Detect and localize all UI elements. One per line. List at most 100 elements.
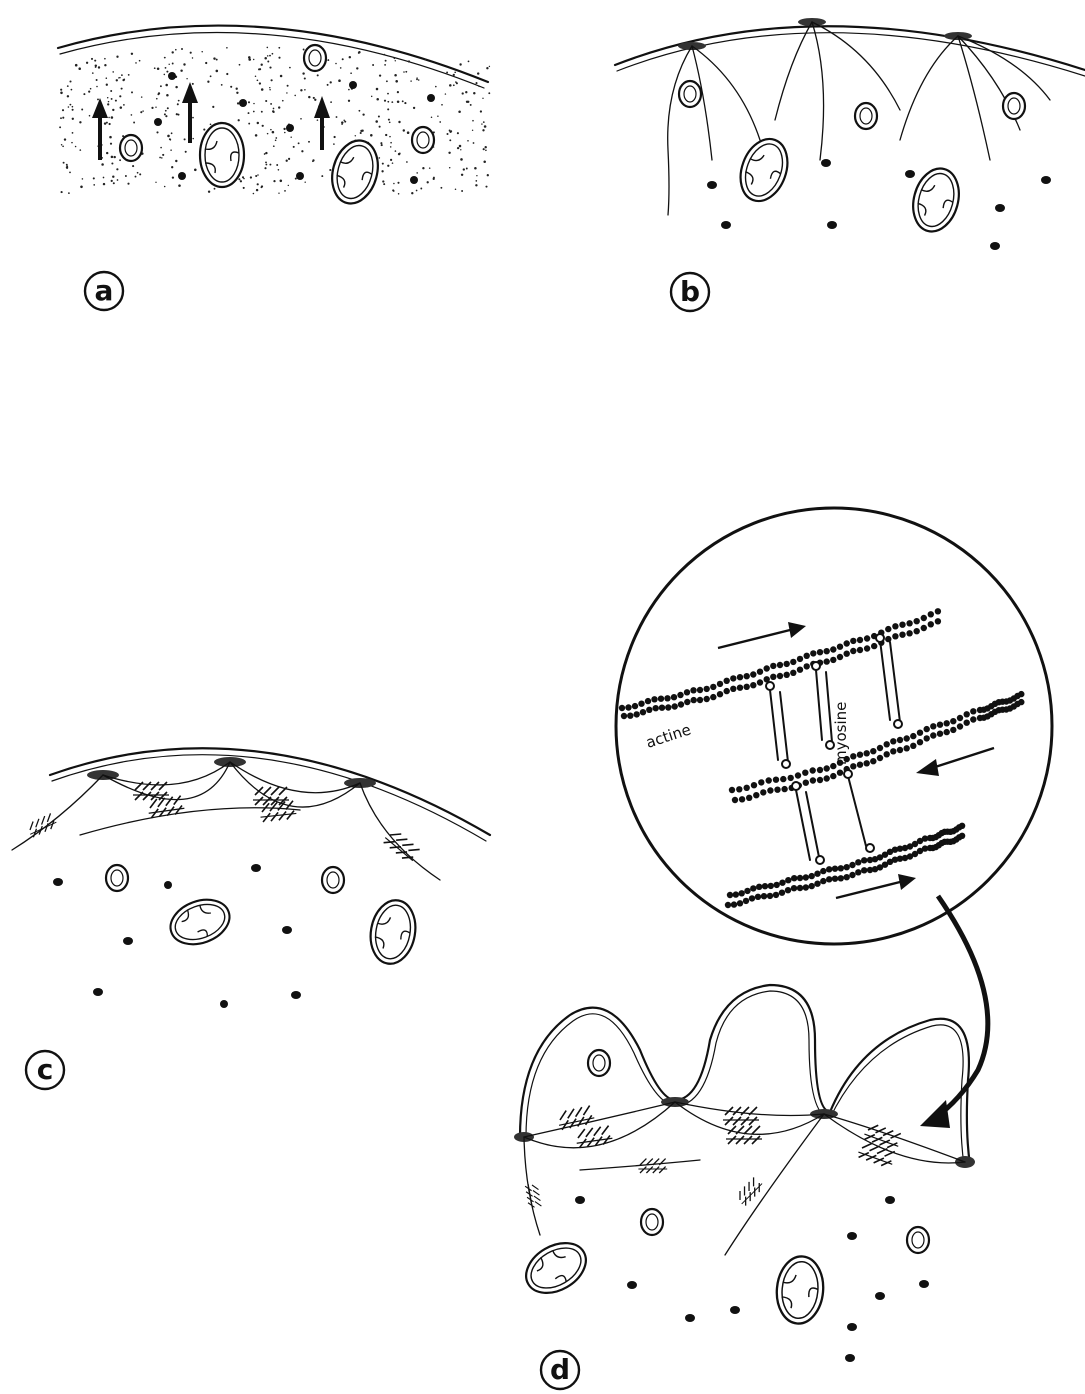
- stipple-dot: [295, 178, 297, 180]
- stipple-dot: [131, 91, 133, 93]
- stipple-dot: [314, 99, 316, 101]
- stipple-dot: [120, 106, 123, 109]
- stipple-dot: [111, 116, 114, 119]
- stipple-dot: [387, 165, 389, 167]
- actin-bead: [749, 895, 755, 901]
- actin-bead: [743, 898, 749, 904]
- actin-bead: [864, 750, 870, 756]
- actin-bead: [756, 884, 762, 890]
- actin-bead: [917, 739, 923, 745]
- panel-d: actine myosine: [514, 508, 1052, 1389]
- actin-bead: [732, 797, 738, 803]
- stipple-dot: [167, 135, 170, 138]
- stipple-dot: [190, 52, 192, 54]
- stipple-dot: [466, 168, 468, 170]
- actin-bead: [659, 705, 665, 711]
- actin-bead: [766, 777, 772, 783]
- stipple-dot: [135, 176, 137, 178]
- actin-bead: [664, 695, 670, 701]
- stipple-dot: [333, 143, 335, 145]
- stipple-dot: [349, 56, 351, 58]
- stipple-dot: [460, 158, 463, 161]
- stipple-dot: [272, 53, 274, 55]
- stipple-dot: [393, 190, 395, 192]
- stipple-dot: [425, 59, 426, 60]
- stipple-dot: [154, 67, 156, 69]
- stipple-dot: [212, 106, 214, 108]
- actin-bead: [704, 686, 710, 692]
- stipple-dot: [303, 49, 305, 51]
- stipple-dot: [108, 101, 110, 103]
- stipple-dot: [116, 79, 118, 81]
- stipple-dot: [236, 88, 238, 90]
- anchoring-plaques: [87, 757, 376, 788]
- stipple-dot: [64, 138, 66, 140]
- actin-bead: [717, 691, 723, 697]
- stipple-dot: [253, 111, 255, 113]
- stipple-dot: [313, 97, 315, 99]
- stipple-dot: [95, 64, 97, 66]
- stipple-dot: [348, 100, 350, 102]
- panel-label: c: [37, 1053, 54, 1086]
- actin-bead: [730, 686, 736, 692]
- panel-c: c: [12, 748, 490, 1089]
- stipple-dot: [119, 159, 121, 161]
- actin-bead: [730, 675, 736, 681]
- stipple-dot: [104, 58, 106, 60]
- actin-bead: [814, 871, 820, 877]
- stipple-dot: [344, 121, 346, 123]
- stipple-dot: [391, 101, 393, 103]
- stipple-dot: [176, 113, 178, 115]
- stipple-dot: [466, 101, 468, 103]
- stipple-dot: [91, 58, 93, 60]
- panel-label: d: [550, 1353, 570, 1386]
- stipple-dot: [474, 167, 477, 170]
- stipple-dot: [301, 150, 303, 152]
- stipple-dot: [411, 192, 413, 194]
- actin-bead: [837, 770, 843, 776]
- actin-bead: [849, 872, 855, 878]
- stipple-dot: [216, 59, 218, 61]
- actin-bead: [736, 786, 742, 792]
- actin-bead: [744, 888, 750, 894]
- stipple-dot: [457, 147, 459, 149]
- stipple-dot: [161, 157, 163, 159]
- actin-bead: [820, 878, 826, 884]
- stipple-dot: [68, 192, 70, 194]
- stipple-dot: [340, 67, 342, 69]
- stipple-dot: [481, 123, 482, 124]
- actin-bead: [959, 823, 965, 829]
- vesicle: [588, 1050, 610, 1076]
- stipple-dot: [487, 174, 489, 176]
- stipple-dot: [184, 138, 186, 140]
- stipple-dot: [269, 164, 271, 166]
- stipple-dot: [121, 74, 123, 76]
- stipple-dot: [86, 62, 88, 64]
- actin-bead: [857, 762, 863, 768]
- actin-bead: [864, 635, 870, 641]
- stipple-dot: [238, 119, 240, 121]
- stipple-dot: [282, 100, 284, 102]
- stipple-dot: [264, 167, 266, 169]
- vesicle: [855, 103, 877, 129]
- stipple-dot: [78, 67, 81, 70]
- actin-bead: [758, 779, 764, 785]
- actin-bead: [857, 752, 863, 758]
- stipple-dot: [482, 98, 483, 99]
- mitochondrion: [366, 897, 420, 968]
- actin-bead: [877, 755, 883, 761]
- stipple-dot: [329, 169, 331, 171]
- stipple-dot: [273, 108, 275, 110]
- actin-bead: [803, 874, 809, 880]
- stipple-dot: [280, 75, 283, 78]
- mitochondrion: [200, 123, 244, 187]
- stipple-dot: [383, 183, 385, 185]
- stipple-dot: [456, 82, 458, 84]
- actin-bead: [914, 628, 920, 634]
- actin-bead: [844, 864, 850, 870]
- stipple-dot: [300, 118, 302, 120]
- mitochondrion: [325, 135, 384, 208]
- actin-bead: [832, 876, 838, 882]
- stipple-dot: [248, 56, 251, 59]
- stipple-dot: [194, 169, 197, 172]
